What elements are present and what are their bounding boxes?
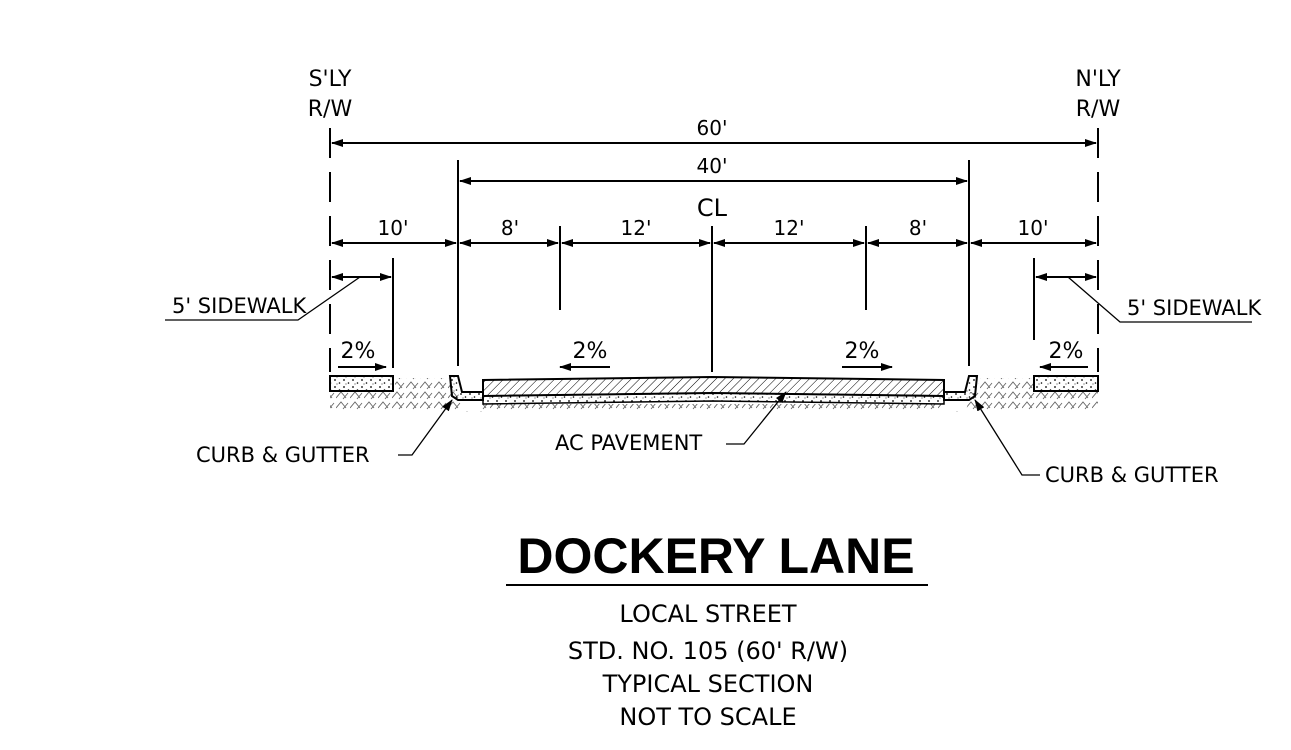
right-sidewalk-callout: 5' SIDEWALK (1127, 296, 1262, 320)
aggregate-base (482, 392, 945, 405)
dim-right-parkway-label: 10' (1018, 216, 1049, 240)
right-pavement-slope-label: 2% (845, 339, 880, 364)
north-rw-line2: R/W (1076, 97, 1121, 122)
right-curb-callout: CURB & GUTTER (1045, 463, 1219, 487)
dim-right-lane-label: 12' (774, 216, 805, 240)
right-curb-leader (974, 399, 1040, 476)
north-rw-label: N'LY R/W (1075, 67, 1121, 122)
left-sidewalk-leader (165, 276, 361, 321)
left-sidewalk-slope-label: 2% (341, 339, 376, 364)
dim-left-lane-label: 12' (621, 216, 652, 240)
left-curb-gutter (448, 375, 484, 401)
left-sidewalk-callout: 5' SIDEWALK (172, 294, 307, 318)
right-curb-gutter (943, 375, 979, 401)
subtitle-line1: LOCAL STREET (619, 600, 796, 628)
dim-left-parkway-label: 10' (378, 216, 409, 240)
right-sidewalk-slab (1033, 375, 1099, 392)
right-sidewalk-slope-label: 2% (1049, 339, 1084, 364)
dim-total-label: 60' (697, 116, 728, 140)
right-parkway-earth (978, 378, 1034, 392)
dim-right-parking-label: 8' (909, 216, 927, 240)
north-rw-line1: N'LY (1075, 67, 1121, 92)
left-pavement-slope-label: 2% (573, 339, 608, 364)
subtitle-line3: TYPICAL SECTION (602, 670, 814, 698)
left-curb-callout: CURB & GUTTER (196, 443, 370, 467)
south-rw-label: S'LY R/W (308, 67, 353, 122)
left-sidewalk-slab (329, 375, 394, 392)
subtitle-line2: STD. NO. 105 (60' R/W) (568, 637, 848, 665)
drawing-title: DOCKERY LANE (517, 528, 914, 584)
centerline-symbol: CL (697, 194, 728, 222)
earth-hatch (330, 392, 1098, 412)
south-rw-line1: S'LY (309, 67, 352, 92)
south-rw-line2: R/W (308, 97, 353, 122)
left-parkway-earth (395, 378, 450, 392)
pavement-callout: AC PAVEMENT (555, 431, 702, 455)
left-curb-leader (398, 399, 453, 456)
dim-left-parking-label: 8' (501, 216, 519, 240)
pavement-leader (726, 391, 787, 445)
subtitle-line4: NOT TO SCALE (619, 703, 796, 731)
right-sidewalk-leader (1067, 276, 1252, 323)
dim-roadway-label: 40' (697, 154, 728, 178)
